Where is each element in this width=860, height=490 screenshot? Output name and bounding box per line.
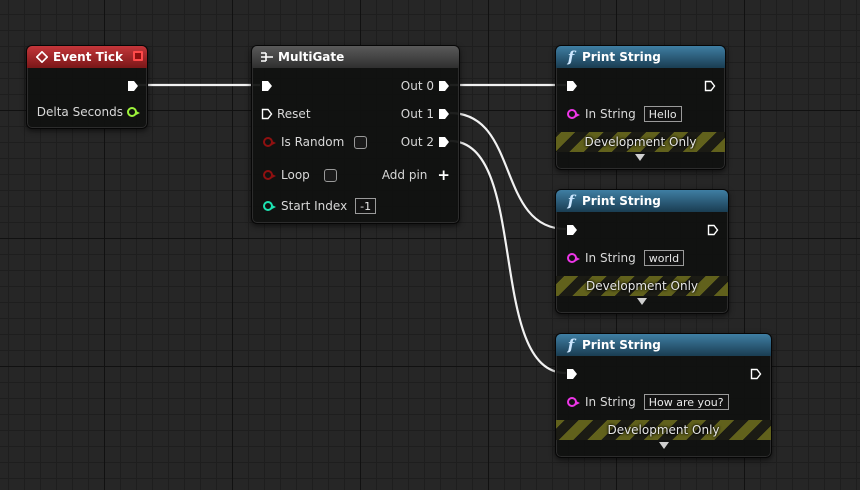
development-only-band: Development Only (556, 132, 725, 152)
out0-exec-pin[interactable] (438, 80, 450, 92)
in-string-pin[interactable] (567, 253, 580, 263)
expand-arrow-icon[interactable] (659, 442, 669, 449)
out1-label: Out 1 (400, 107, 434, 121)
exec-in-pin[interactable] (566, 368, 578, 380)
exec-out-pin[interactable] (707, 224, 719, 236)
print3-exec-in-row (566, 364, 578, 384)
start-index-pin[interactable] (263, 201, 276, 211)
exec-in-pin[interactable] (261, 80, 273, 92)
development-only-label: Development Only (607, 423, 720, 437)
start-index-input[interactable]: -1 (355, 198, 377, 214)
exec-in-pin[interactable] (566, 224, 578, 236)
exec-in-pin[interactable] (566, 80, 578, 92)
event-tick-header[interactable]: Event Tick (27, 46, 147, 68)
event-tick-exec-out-row (127, 76, 139, 96)
print2-exec-in-row (566, 220, 578, 240)
start-index-label: Start Index (281, 199, 348, 213)
exec-out-pin[interactable] (750, 368, 762, 380)
wire-out1-to-print2 (449, 111, 567, 231)
reset-exec-pin[interactable] (261, 108, 273, 120)
print2-exec-out-row (707, 220, 719, 240)
print-string-node-3[interactable]: f Print String In String How are you? De… (555, 333, 772, 458)
print-string-title-2: Print String (582, 194, 661, 208)
out2-label: Out 2 (400, 135, 434, 149)
print-string-node-2[interactable]: f Print String In String world Developme… (555, 189, 729, 314)
print-string-title-1: Print String (582, 50, 661, 64)
print1-exec-out-row (704, 76, 716, 96)
print2-in-string-row: In String world (567, 248, 685, 268)
add-pin-label: Add pin (381, 168, 428, 182)
out2-exec-pin[interactable] (438, 136, 450, 148)
loop-label: Loop (281, 168, 310, 182)
print-string-title-3: Print String (582, 338, 661, 352)
print-string-header-3[interactable]: f Print String (556, 334, 771, 356)
out1-exec-pin[interactable] (438, 108, 450, 120)
expand-arrow-icon[interactable] (637, 298, 647, 305)
multigate-header[interactable]: MultiGate (252, 46, 459, 68)
event-diamond-icon (34, 46, 50, 68)
is-random-label: Is Random (281, 135, 345, 149)
loop-checkbox[interactable] (323, 168, 337, 182)
is-random-row: Is Random (263, 132, 368, 152)
print-string-header-1[interactable]: f Print String (556, 46, 725, 68)
print-string-node-1[interactable]: f Print String In String Hello Developme… (555, 45, 726, 170)
out1-row: Out 1 (397, 104, 450, 124)
in-string-pin[interactable] (567, 109, 580, 119)
loop-pin[interactable] (263, 170, 276, 180)
loop-row: Loop (263, 165, 337, 185)
multigate-title: MultiGate (278, 50, 345, 64)
in-string-label: In String (585, 107, 636, 121)
in-string-input[interactable]: How are you? (643, 394, 729, 410)
plus-icon: + (437, 166, 450, 184)
event-tick-title: Event Tick (53, 50, 124, 64)
in-string-pin[interactable] (567, 397, 580, 407)
exec-out-pin[interactable] (127, 80, 139, 92)
start-index-row: Start Index -1 (263, 196, 377, 216)
function-f-icon: f (567, 192, 575, 210)
in-string-input[interactable]: Hello (643, 106, 682, 122)
reset-row: Reset (261, 104, 315, 124)
delta-seconds-row: Delta Seconds (33, 102, 140, 122)
is-random-checkbox[interactable] (354, 135, 368, 149)
reset-label: Reset (277, 107, 311, 121)
development-only-label: Development Only (585, 279, 699, 293)
add-pin-button[interactable]: Add pin + (378, 165, 450, 185)
macro-icon (259, 46, 275, 68)
print-string-header-2[interactable]: f Print String (556, 190, 728, 212)
in-string-label: In String (585, 395, 636, 409)
development-only-band: Development Only (556, 276, 728, 296)
exec-out-pin[interactable] (704, 80, 716, 92)
delta-seconds-label: Delta Seconds (36, 105, 123, 119)
development-only-band: Development Only (556, 420, 771, 440)
wire-out2-to-print3 (449, 139, 567, 375)
event-delegate-pin[interactable] (133, 51, 143, 61)
multigate-exec-in-row (261, 76, 273, 96)
out0-row: Out 0 (397, 76, 450, 96)
expand-arrow-icon[interactable] (635, 154, 645, 161)
is-random-pin[interactable] (263, 137, 276, 147)
event-tick-node[interactable]: Event Tick Delta Seconds (26, 45, 148, 129)
print3-in-string-row: In String How are you? (567, 392, 729, 412)
function-f-icon: f (567, 336, 575, 354)
print1-in-string-row: In String Hello (567, 104, 682, 124)
out2-row: Out 2 (397, 132, 450, 152)
multigate-node[interactable]: MultiGate Reset Is Random Loop Start Ind… (251, 45, 460, 224)
in-string-label: In String (585, 251, 636, 265)
print1-exec-in-row (566, 76, 578, 96)
function-f-icon: f (567, 48, 575, 66)
print3-exec-out-row (750, 364, 762, 384)
out0-label: Out 0 (400, 79, 434, 93)
in-string-input[interactable]: world (643, 250, 685, 266)
delta-seconds-pin[interactable] (127, 107, 140, 117)
development-only-label: Development Only (584, 135, 697, 149)
